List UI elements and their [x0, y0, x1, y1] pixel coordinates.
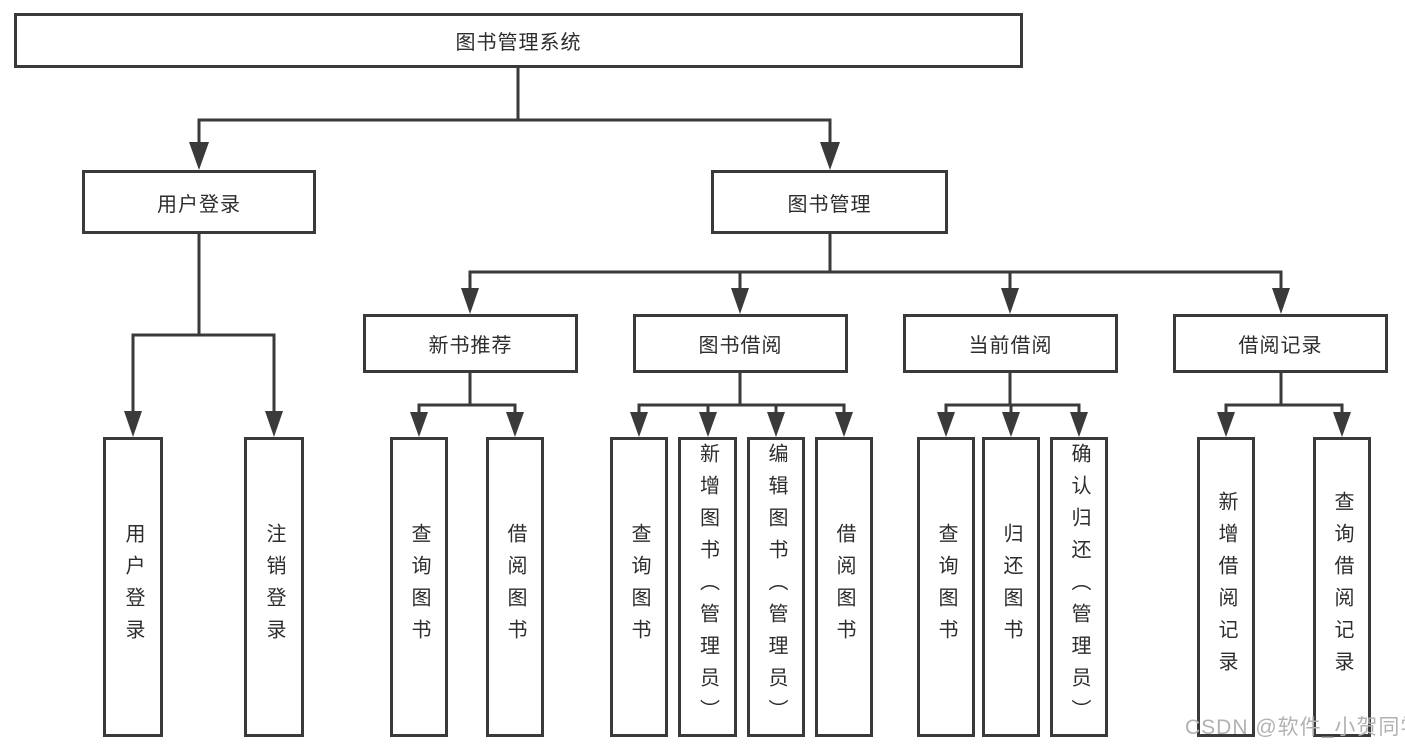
node-user-login-label: 用户登录	[157, 193, 241, 216]
leaf-query-books-borrow: 查询图书	[610, 437, 668, 737]
leaf-return-books: 归还图书	[982, 437, 1040, 737]
node-borrow-records: 借阅记录	[1173, 314, 1388, 373]
connector-borrow-records-to-leaves	[1217, 373, 1351, 437]
connector-user-login-to-leaves	[124, 234, 283, 437]
node-new-book-recommend-label: 新书推荐	[428, 335, 513, 357]
leaf-query-books-recommend-label: 查询图书	[408, 523, 430, 651]
leaf-add-book-admin-label: 新增图书（管理员）	[696, 443, 719, 731]
leaf-edit-book-admin-label: 编辑图书（管理员）	[765, 443, 787, 731]
leaf-confirm-return-admin-label: 确认归还（管理员）	[1068, 443, 1090, 731]
leaf-user-login: 用户登录	[103, 437, 163, 737]
connector-book-mgmt-to-level3	[461, 234, 1290, 314]
leaf-borrow-books-recommend: 借阅图书	[486, 437, 544, 737]
node-current-borrow-label: 当前借阅	[968, 335, 1053, 357]
leaf-borrow-books-label: 借阅图书	[833, 523, 855, 651]
node-root: 图书管理系统	[14, 13, 1023, 68]
leaf-borrow-books: 借阅图书	[815, 437, 873, 737]
node-book-borrow-label: 图书借阅	[698, 335, 783, 357]
leaf-query-books-borrow-label: 查询图书	[628, 523, 650, 651]
leaf-logout: 注销登录	[244, 437, 304, 737]
csdn-watermark: CSDN @软件_小贺同学	[1185, 716, 1405, 739]
leaf-logout-label: 注销登录	[263, 523, 285, 651]
leaf-query-borrow-record: 查询借阅记录	[1313, 437, 1371, 737]
leaf-user-login-label: 用户登录	[122, 523, 144, 651]
leaf-confirm-return-admin: 确认归还（管理员）	[1050, 437, 1108, 737]
connector-root-to-level2	[189, 68, 840, 170]
node-borrow-records-label: 借阅记录	[1238, 335, 1323, 357]
leaf-query-books-recommend: 查询图书	[390, 437, 448, 737]
connector-book-borrow-to-leaves	[630, 373, 853, 437]
leaf-query-books-current: 查询图书	[917, 437, 975, 737]
leaf-edit-book-admin: 编辑图书（管理员）	[747, 437, 805, 737]
node-current-borrow: 当前借阅	[903, 314, 1118, 373]
node-book-mgmt-label: 图书管理	[787, 193, 872, 216]
leaf-query-books-current-label: 查询图书	[935, 523, 957, 651]
node-user-login: 用户登录	[82, 170, 316, 234]
node-book-borrow: 图书借阅	[633, 314, 848, 373]
node-new-book-recommend: 新书推荐	[363, 314, 578, 373]
connector-current-borrow-to-leaves	[937, 373, 1088, 437]
node-root-label: 图书管理系统	[455, 32, 582, 54]
leaf-add-borrow-record: 新增借阅记录	[1197, 437, 1255, 737]
node-book-mgmt: 图书管理	[711, 170, 948, 234]
connector-new-book-rec-to-leaves	[410, 373, 524, 437]
leaf-borrow-books-recommend-label: 借阅图书	[504, 523, 526, 651]
leaf-add-book-admin: 新增图书（管理员）	[678, 437, 737, 737]
leaf-query-borrow-record-label: 查询借阅记录	[1331, 491, 1353, 683]
leaf-return-books-label: 归还图书	[1000, 523, 1022, 651]
leaf-add-borrow-record-label: 新增借阅记录	[1215, 491, 1237, 683]
